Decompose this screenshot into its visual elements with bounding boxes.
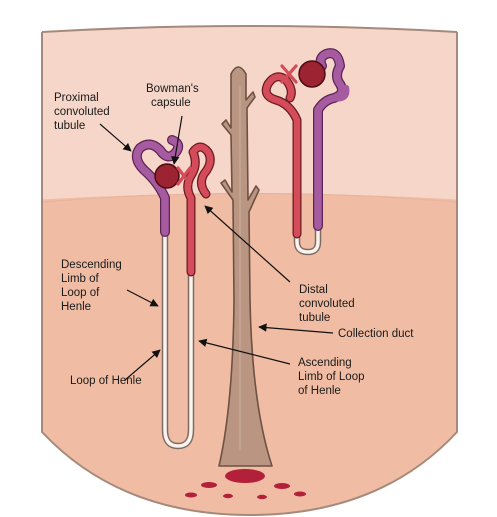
label-distal-convoluted-tubule: Distal convoluted tubule: [299, 284, 358, 324]
left-bowmans-capsule: [154, 163, 180, 189]
cortex-medulla-boundary: [42, 192, 457, 203]
label-descending-limb: Descending Limb of Loop of Henle: [61, 259, 125, 313]
papilla-openings: [185, 469, 306, 500]
label-proximal-convoluted-tubule: Proximal convoluted tubule: [54, 92, 113, 132]
pointer-lines: [99, 115, 334, 381]
label-collection-duct: Collection duct: [338, 328, 414, 340]
label-ascending-limb: Ascending Limb of Loop of Henle: [298, 357, 368, 397]
right-nephron: [261, 48, 350, 256]
collection-duct: [218, 66, 273, 467]
kidney-outline: [41, 25, 458, 517]
right-bowmans-capsule: [298, 60, 326, 88]
label-loop-of-henle: Loop of Henle: [70, 375, 142, 387]
label-bowmans-capsule: Bowman's capsule: [146, 83, 202, 109]
